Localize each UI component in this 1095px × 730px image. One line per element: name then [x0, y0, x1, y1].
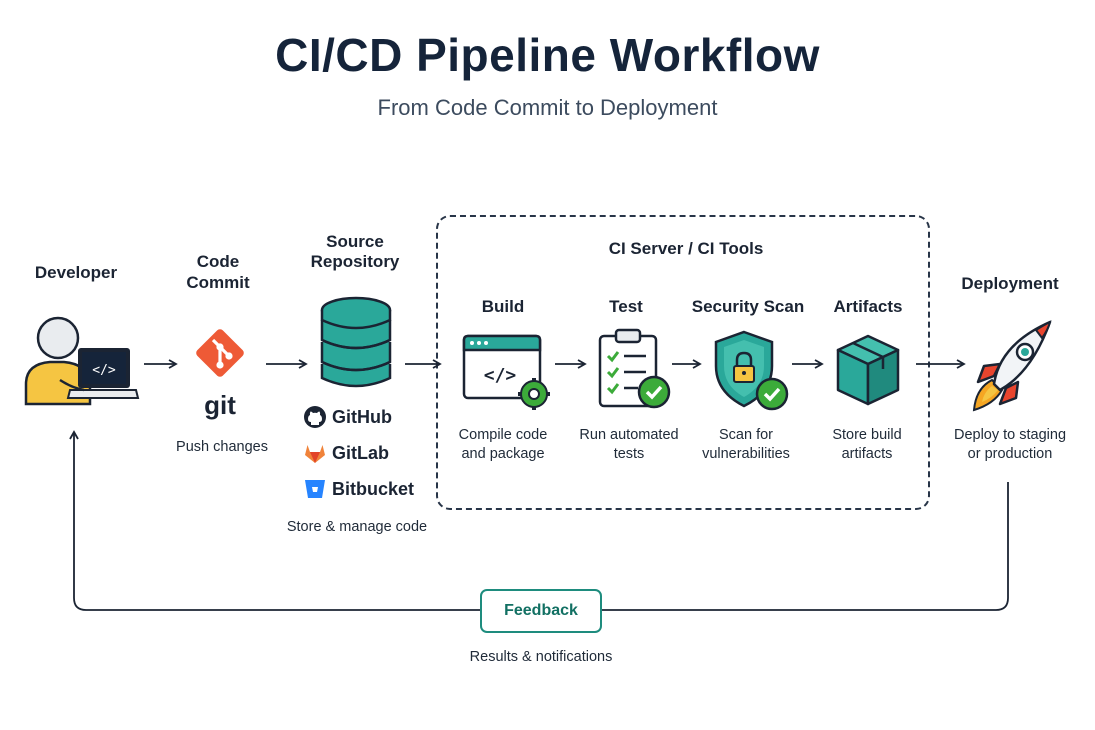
- feedback-button[interactable]: Feedback: [480, 589, 602, 633]
- repo-label-line2: Repository: [310, 252, 400, 271]
- stage-artifacts-caption-line1: Store build: [832, 427, 902, 443]
- git-wordmark: git: [204, 390, 236, 420]
- repo-label-line1: Source: [326, 232, 384, 251]
- deployment-caption-line2: or production: [967, 446, 1053, 462]
- git-logo-icon: [196, 329, 244, 377]
- clipboard-checklist-icon: [598, 328, 671, 409]
- stage-build-caption-line2: and package: [461, 446, 545, 462]
- page-subtitle: From Code Commit to Deployment: [377, 95, 718, 120]
- svg-text:</>: </>: [92, 363, 116, 378]
- deployment-caption-line1: Deploy to staging: [953, 427, 1067, 443]
- stage-artifacts-caption-line2: artifacts: [841, 446, 893, 462]
- developer-icon: </>: [24, 316, 140, 406]
- page-title: CI/CD Pipeline Workflow: [275, 29, 820, 81]
- rocket-icon: [972, 320, 1052, 412]
- commit-label-line1: Code: [196, 252, 240, 271]
- stage-test-label: Test: [609, 297, 643, 316]
- shield-lock-icon: [714, 330, 789, 411]
- developer-label: Developer: [34, 263, 118, 282]
- stage-build-caption-line1: Compile code: [458, 427, 548, 443]
- stage-security-caption-line1: Scan for: [719, 427, 773, 443]
- repo-tool-bitbucket: Bitbucket: [303, 477, 414, 501]
- commit-caption: Push changes: [176, 439, 268, 455]
- repo-tool-github-label: GitHub: [332, 406, 392, 427]
- repo-tool-bitbucket-label: Bitbucket: [332, 478, 415, 499]
- feedback-loop-right: [602, 482, 1009, 611]
- deployment-label: Deployment: [961, 274, 1059, 293]
- gear-icon: [518, 378, 550, 410]
- gitlab-icon: [305, 445, 325, 463]
- stage-artifacts-label: Artifacts: [833, 297, 903, 316]
- repo-caption: Store & manage code: [286, 519, 428, 535]
- stage-test-caption-line1: Run automated: [579, 427, 679, 443]
- feedback-loop-left: [69, 430, 480, 611]
- stage-build-label: Build: [481, 297, 525, 316]
- repo-tool-github: GitHub: [303, 405, 392, 429]
- package-box-icon: [836, 334, 900, 406]
- ci-server-label: CI Server / CI Tools: [608, 239, 764, 258]
- bitbucket-icon: [305, 480, 325, 498]
- commit-label-line2: Commit: [186, 273, 250, 292]
- svg-text:</>: </>: [484, 365, 517, 386]
- stage-security-label: Security Scan: [691, 297, 805, 316]
- repo-tool-gitlab-label: GitLab: [332, 442, 389, 463]
- repo-tool-gitlab: GitLab: [303, 441, 389, 465]
- stage-test-caption-line2: tests: [613, 446, 645, 462]
- github-icon: [304, 406, 326, 428]
- build-window-icon: </>: [462, 334, 550, 410]
- feedback-caption: Results & notifications: [469, 649, 613, 665]
- stage-security-caption-line2: vulnerabilities: [702, 446, 790, 462]
- database-icon: [320, 296, 392, 388]
